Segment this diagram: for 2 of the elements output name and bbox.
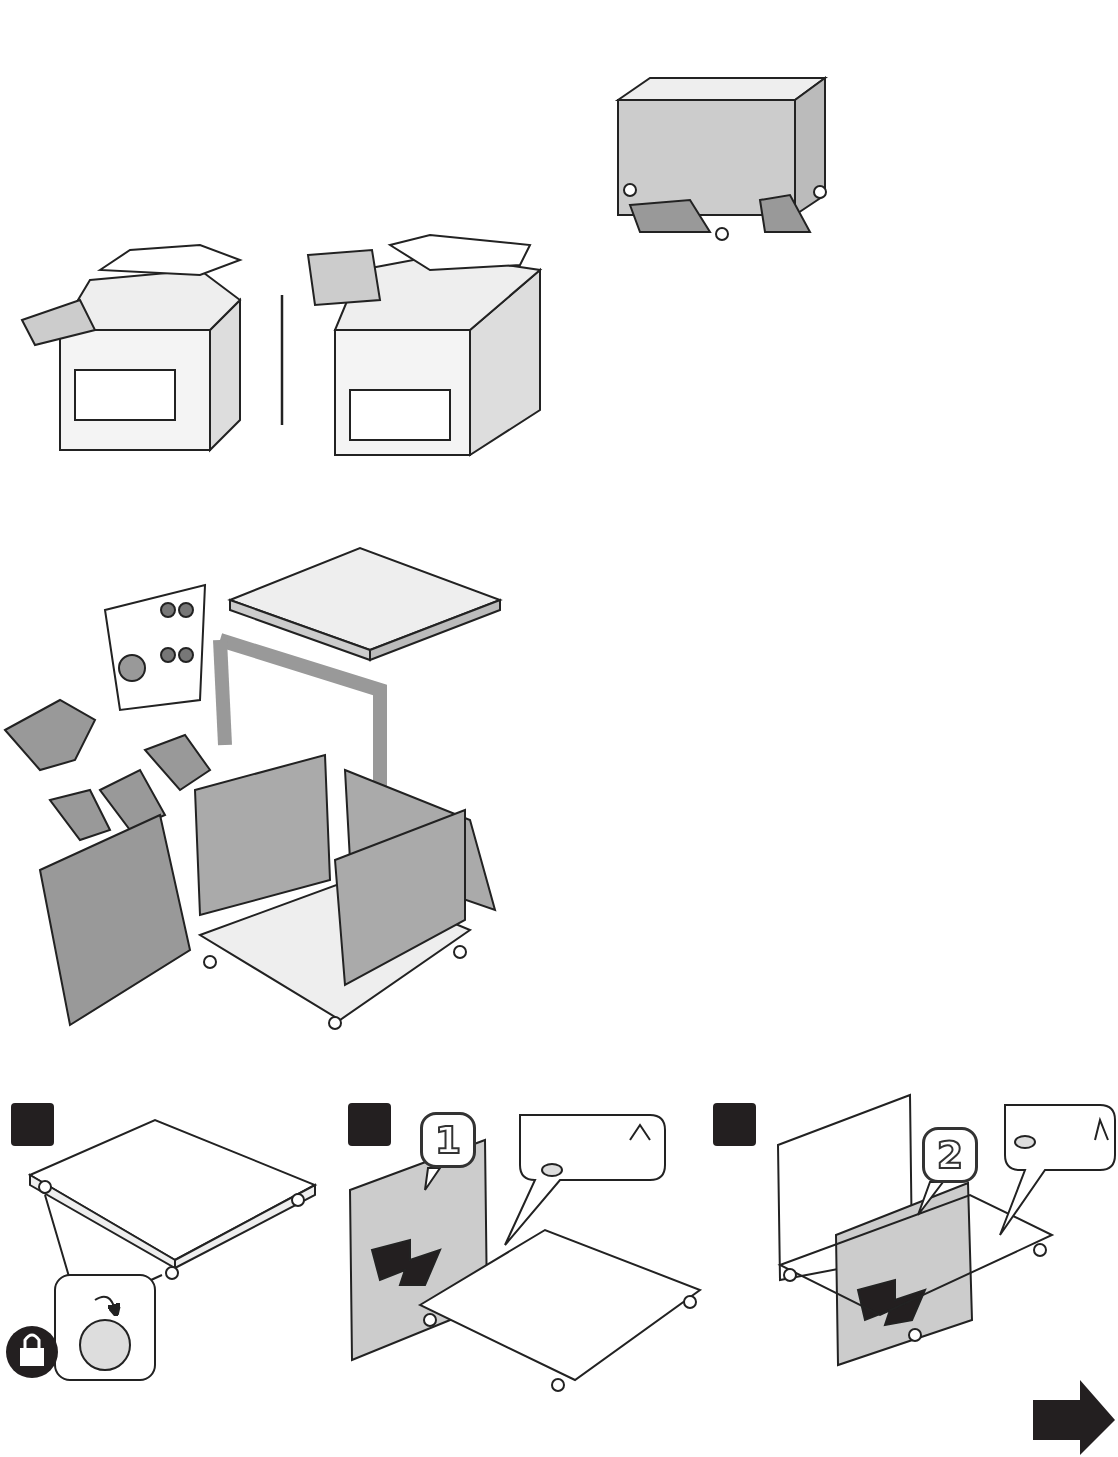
callout-number: 2	[922, 1127, 978, 1183]
callout-number: 1	[420, 1112, 476, 1168]
